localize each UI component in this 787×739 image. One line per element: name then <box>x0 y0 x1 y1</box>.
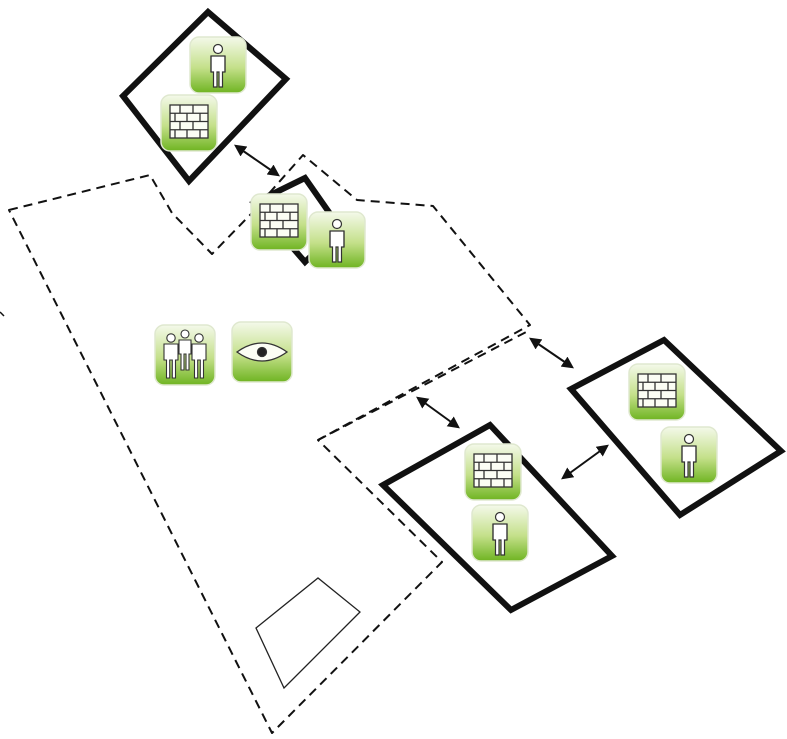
brick-wall-icon <box>250 193 308 251</box>
top-room-outline <box>118 7 291 186</box>
edge-tick <box>0 311 5 317</box>
eye-icon <box>231 321 293 383</box>
lower-area-outline <box>317 329 531 441</box>
main-area-icons <box>154 321 293 386</box>
small-room-outline <box>255 577 361 690</box>
arrow-top-to-middle <box>234 144 280 177</box>
brick-wall-icon <box>160 94 218 152</box>
arrow-lower-room-to-right-room <box>561 444 609 480</box>
brick-wall-icon <box>628 363 686 421</box>
lower-right-room-outline <box>378 421 617 614</box>
lower-right-room-icons <box>464 443 529 562</box>
main-area-outline <box>8 154 531 734</box>
person-icon <box>660 426 718 484</box>
person-icon <box>189 36 247 94</box>
brick-wall-icon <box>464 443 522 501</box>
right-room-outline <box>566 336 786 519</box>
arrow-main-to-right <box>529 337 574 369</box>
person-icon <box>308 211 366 269</box>
group-of-people-icon <box>154 324 216 386</box>
arrow-lower-area-to-lower-room <box>416 396 460 429</box>
person-icon <box>471 504 529 562</box>
